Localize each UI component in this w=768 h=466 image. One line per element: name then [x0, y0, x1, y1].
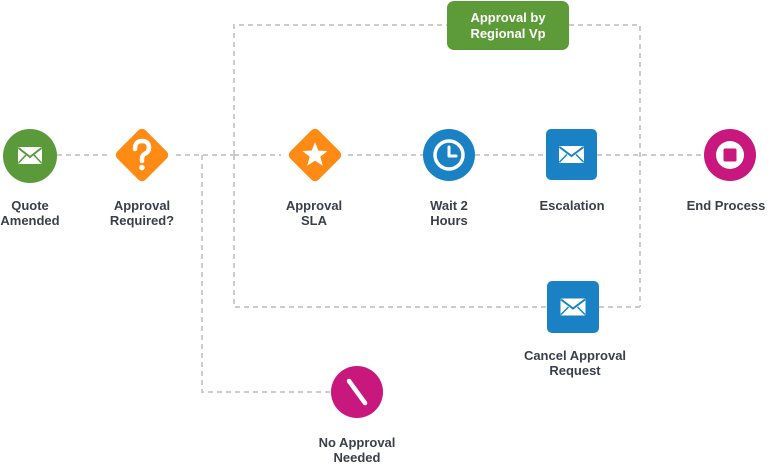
cancel-approval-request-label: Cancel Approval Request [523, 348, 627, 378]
star-icon [302, 142, 328, 166]
stop-icon [716, 141, 744, 169]
escalation-node[interactable] [546, 129, 597, 180]
envelope-icon [560, 298, 586, 316]
end-process-label: End Process [686, 198, 766, 213]
cancel-approval-request-node[interactable] [547, 281, 599, 333]
escalation-label: Escalation [539, 198, 605, 213]
wait-2-hours-node[interactable] [423, 129, 475, 181]
wait-2-hours-label: Wait 2 Hours [430, 198, 468, 228]
envelope-icon [17, 147, 43, 164]
connector-boundary-top [233, 24, 641, 307]
question-mark-icon [132, 138, 152, 171]
connector-to-no-approval [201, 155, 331, 393]
approval-by-regional-vp-badge[interactable]: Approval by Regional Vp [447, 1, 569, 50]
approval-sla-node[interactable] [281, 121, 349, 189]
end-process-node[interactable] [704, 129, 756, 181]
approval-sla-label: Approval SLA [285, 198, 343, 228]
quote-amended-label: Quote Amended [0, 198, 60, 228]
badge-line-2: Regional Vp [470, 25, 546, 41]
slash-icon [346, 378, 368, 406]
clock-icon [433, 139, 465, 171]
quote-amended-node[interactable] [3, 129, 57, 183]
no-approval-needed-node[interactable] [331, 366, 383, 418]
badge-line-1: Approval by [470, 9, 546, 25]
approval-required-node[interactable] [108, 121, 176, 189]
envelope-icon [558, 146, 585, 163]
connector-boundary-bottom [233, 155, 640, 308]
approval-required-label: Approval Required? [109, 198, 175, 228]
no-approval-needed-label: No Approval Needed [318, 435, 396, 465]
